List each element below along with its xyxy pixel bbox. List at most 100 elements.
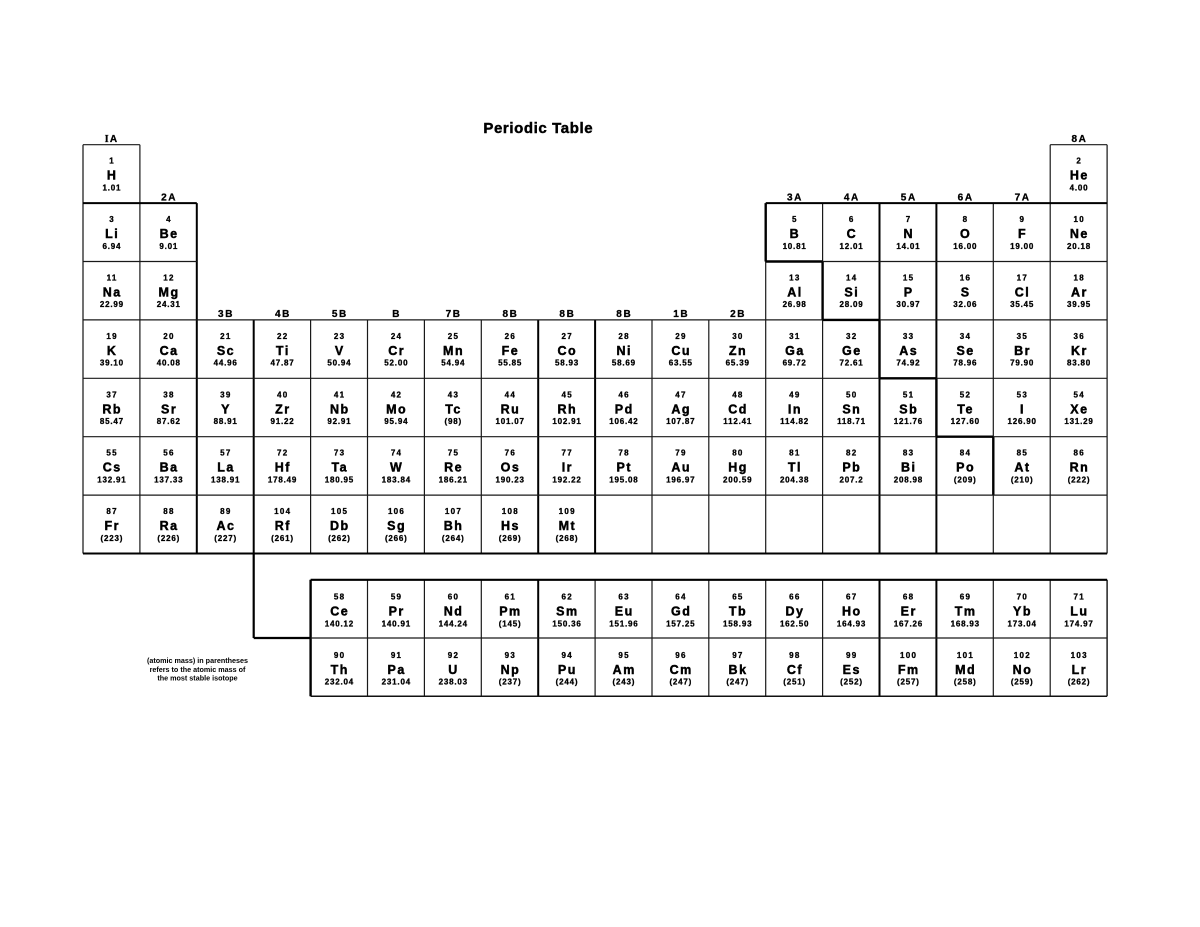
svg-text:102.91: 102.91 (552, 417, 581, 426)
svg-text:232.04: 232.04 (325, 678, 354, 687)
svg-text:144.24: 144.24 (439, 619, 468, 628)
svg-text:17: 17 (1017, 274, 1029, 283)
svg-text:88: 88 (163, 507, 175, 516)
svg-text:78.96: 78.96 (953, 359, 977, 368)
svg-text:158.93: 158.93 (723, 619, 752, 628)
svg-text:Co: Co (558, 344, 578, 358)
svg-text:Ag: Ag (671, 402, 691, 416)
svg-text:(266): (266) (385, 534, 408, 543)
svg-text:30: 30 (732, 332, 744, 341)
svg-text:Se: Se (956, 344, 974, 358)
svg-text:Cr: Cr (388, 344, 405, 358)
svg-text:77: 77 (562, 449, 574, 458)
svg-text:Db: Db (330, 519, 350, 533)
svg-text:54.94: 54.94 (441, 359, 465, 368)
svg-text:39.10: 39.10 (100, 359, 124, 368)
svg-text:132.91: 132.91 (97, 475, 126, 484)
svg-text:B: B (790, 227, 801, 241)
svg-text:Er: Er (901, 605, 917, 619)
svg-text:26.98: 26.98 (783, 300, 807, 309)
svg-text:10.81: 10.81 (783, 242, 807, 251)
svg-text:25: 25 (448, 332, 460, 341)
svg-text:Md: Md (955, 663, 976, 677)
svg-text:58: 58 (334, 593, 346, 602)
svg-text:6: 6 (849, 215, 855, 224)
svg-text:Tb: Tb (729, 605, 747, 619)
svg-text:Pd: Pd (615, 402, 634, 416)
svg-text:82: 82 (846, 449, 858, 458)
svg-text:61: 61 (505, 593, 517, 602)
svg-text:Cm: Cm (670, 663, 693, 677)
svg-text:94: 94 (562, 651, 574, 660)
svg-text:13: 13 (789, 274, 801, 283)
svg-text:Te: Te (957, 402, 974, 416)
svg-text:Mn: Mn (443, 344, 464, 358)
svg-text:50.94: 50.94 (327, 359, 351, 368)
svg-text:Tl: Tl (788, 461, 802, 475)
svg-text:4B: 4B (275, 309, 291, 320)
svg-text:32: 32 (846, 332, 858, 341)
svg-text:4A: 4A (844, 192, 860, 203)
svg-text:42: 42 (391, 390, 403, 399)
svg-text:Lu: Lu (1070, 605, 1088, 619)
svg-text:29: 29 (675, 332, 687, 341)
svg-text:43: 43 (448, 390, 460, 399)
svg-text:137.33: 137.33 (154, 475, 183, 484)
svg-text:6.94: 6.94 (102, 242, 121, 251)
svg-text:39: 39 (220, 390, 232, 399)
svg-text:20: 20 (163, 332, 175, 341)
svg-text:No: No (1013, 663, 1033, 677)
svg-text:Mo: Mo (386, 402, 407, 416)
svg-text:La: La (217, 461, 235, 475)
svg-text:Au: Au (671, 461, 691, 475)
svg-text:105: 105 (331, 507, 348, 516)
svg-text:2B: 2B (730, 309, 746, 320)
svg-text:114.82: 114.82 (780, 417, 809, 426)
svg-text:Hg: Hg (728, 461, 748, 475)
svg-text:190.23: 190.23 (495, 475, 524, 484)
svg-text:87: 87 (106, 507, 118, 516)
svg-text:Sg: Sg (387, 519, 406, 533)
svg-text:Ba: Ba (160, 461, 179, 475)
svg-text:104: 104 (274, 507, 291, 516)
svg-text:88.91: 88.91 (214, 417, 238, 426)
svg-text:99: 99 (846, 651, 858, 660)
svg-text:3B: 3B (218, 309, 234, 320)
svg-text:(243): (243) (613, 678, 636, 687)
svg-text:28: 28 (618, 332, 630, 341)
svg-text:92: 92 (448, 651, 460, 660)
svg-text:IA: IA (105, 134, 119, 145)
svg-text:(223): (223) (101, 534, 124, 543)
svg-text:64: 64 (675, 593, 687, 602)
svg-text:52: 52 (960, 390, 972, 399)
svg-text:Ga: Ga (785, 344, 805, 358)
svg-text:Ra: Ra (160, 519, 179, 533)
svg-text:(226): (226) (157, 534, 180, 543)
svg-text:89: 89 (220, 507, 232, 516)
svg-text:9.01: 9.01 (159, 242, 178, 251)
svg-text:59: 59 (391, 593, 403, 602)
svg-text:32.06: 32.06 (953, 300, 977, 309)
svg-text:178.49: 178.49 (268, 475, 297, 484)
svg-text:At: At (1014, 461, 1030, 475)
svg-text:19.00: 19.00 (1010, 242, 1034, 251)
svg-text:Gd: Gd (671, 605, 691, 619)
svg-text:26: 26 (505, 332, 517, 341)
svg-text:Br: Br (1014, 344, 1031, 358)
svg-text:69: 69 (960, 593, 972, 602)
svg-text:151.96: 151.96 (609, 619, 638, 628)
svg-text:Ca: Ca (160, 344, 179, 358)
svg-text:Bi: Bi (901, 461, 917, 475)
svg-text:20.18: 20.18 (1067, 242, 1091, 251)
svg-text:8B: 8B (616, 309, 632, 320)
svg-text:183.84: 183.84 (382, 475, 411, 484)
svg-text:F: F (1018, 227, 1027, 241)
svg-text:8B: 8B (559, 309, 575, 320)
svg-text:45: 45 (562, 390, 574, 399)
svg-text:95: 95 (618, 651, 630, 660)
svg-text:V: V (335, 344, 345, 358)
svg-text:51: 51 (903, 390, 915, 399)
svg-text:106.42: 106.42 (609, 417, 638, 426)
svg-text:Sb: Sb (899, 402, 918, 416)
svg-text:Tm: Tm (955, 605, 977, 619)
